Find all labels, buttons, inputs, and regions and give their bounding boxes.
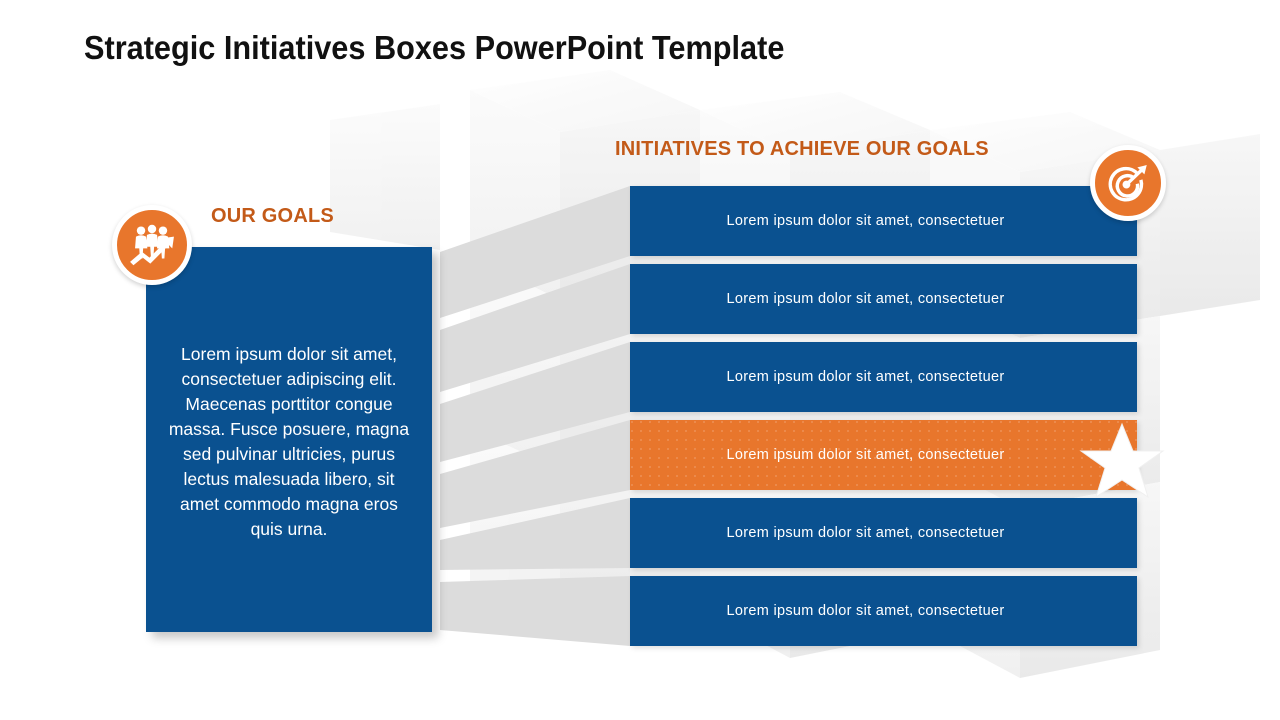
- goals-heading: OUR GOALS: [211, 205, 334, 227]
- initiative-bar-4-highlighted[interactable]: Lorem ipsum dolor sit amet, consectetuer: [630, 420, 1137, 490]
- initiative-bar-2[interactable]: Lorem ipsum dolor sit amet, consectetuer: [630, 264, 1137, 334]
- initiative-bar-label: Lorem ipsum dolor sit amet, consectetuer: [726, 291, 1005, 307]
- target-bullseye-arrow-icon: [1090, 145, 1166, 221]
- initiative-bar-6[interactable]: Lorem ipsum dolor sit amet, consectetuer: [630, 576, 1137, 646]
- initiative-bar-3[interactable]: Lorem ipsum dolor sit amet, consectetuer: [630, 342, 1137, 412]
- initiative-bar-label: Lorem ipsum dolor sit amet, consectetuer: [726, 369, 1005, 385]
- ribbon-6: [440, 576, 630, 646]
- goals-box[interactable]: Lorem ipsum dolor sit amet, consectetuer…: [146, 247, 432, 632]
- ribbon-2: [440, 264, 630, 392]
- initiative-bar-label: Lorem ipsum dolor sit amet, consectetuer: [726, 525, 1005, 541]
- ribbon-1: [440, 186, 630, 318]
- initiative-bar-1[interactable]: Lorem ipsum dolor sit amet, consectetuer: [630, 186, 1137, 256]
- ribbon-5: [440, 498, 630, 570]
- ribbon-4: [440, 420, 630, 528]
- people-growth-arrow-icon: [112, 205, 192, 285]
- page-title: Strategic Initiatives Boxes PowerPoint T…: [84, 29, 785, 66]
- initiatives-heading: INITIATIVES TO ACHIEVE OUR GOALS: [615, 138, 989, 160]
- initiative-bar-label: Lorem ipsum dolor sit amet, consectetuer: [726, 213, 1005, 229]
- ribbon-3: [440, 342, 630, 462]
- goals-body-text: Lorem ipsum dolor sit amet, consectetuer…: [168, 344, 410, 539]
- initiative-bar-5[interactable]: Lorem ipsum dolor sit amet, consectetuer: [630, 498, 1137, 568]
- initiative-bar-label: Lorem ipsum dolor sit amet, consectetuer: [726, 603, 1005, 619]
- initiative-bar-label: Lorem ipsum dolor sit amet, consectetuer: [726, 447, 1005, 463]
